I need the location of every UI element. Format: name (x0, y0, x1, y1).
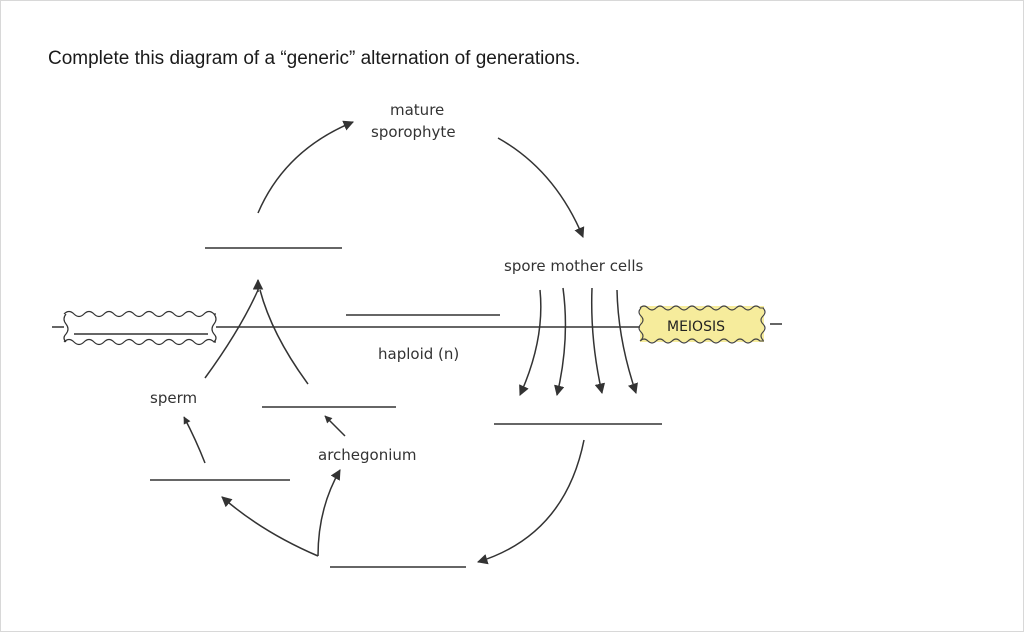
arrow-to-bottom-blank (476, 439, 585, 565)
sperm-label: sperm (150, 389, 197, 407)
meiosis-arrow-3 (590, 287, 606, 395)
arrow-to-bottom-left-blank (221, 496, 319, 557)
archegonium-label: archegonium (318, 446, 417, 464)
mature-label: mature (390, 101, 444, 119)
sporophyte-label: sporophyte (371, 123, 456, 141)
question-text: Complete this diagram of a “generic” alt… (48, 48, 581, 69)
arrow-to-archegonium-blank (317, 469, 341, 557)
left-wavy-box (63, 310, 217, 346)
meiosis-label: MEIOSIS (667, 319, 725, 335)
meiosis-arrow-4 (616, 289, 638, 394)
haploid-label: haploid (n) (378, 345, 459, 363)
arrow-to-spore-mother-cells (497, 137, 585, 238)
fertilization-left-curve (204, 289, 259, 379)
meiosis-arrow-2 (554, 287, 567, 397)
arrow-to-mature-sporophyte (257, 120, 354, 214)
fertilization-right-curve (259, 289, 309, 385)
spore-mother-cells-label: spore mother cells (504, 257, 643, 275)
arrow-archegonium-to-blank (324, 415, 346, 437)
arrow-to-sperm (183, 416, 206, 464)
meiosis-box: MEIOSIS (638, 305, 766, 344)
meiosis-arrow-1 (519, 289, 542, 396)
